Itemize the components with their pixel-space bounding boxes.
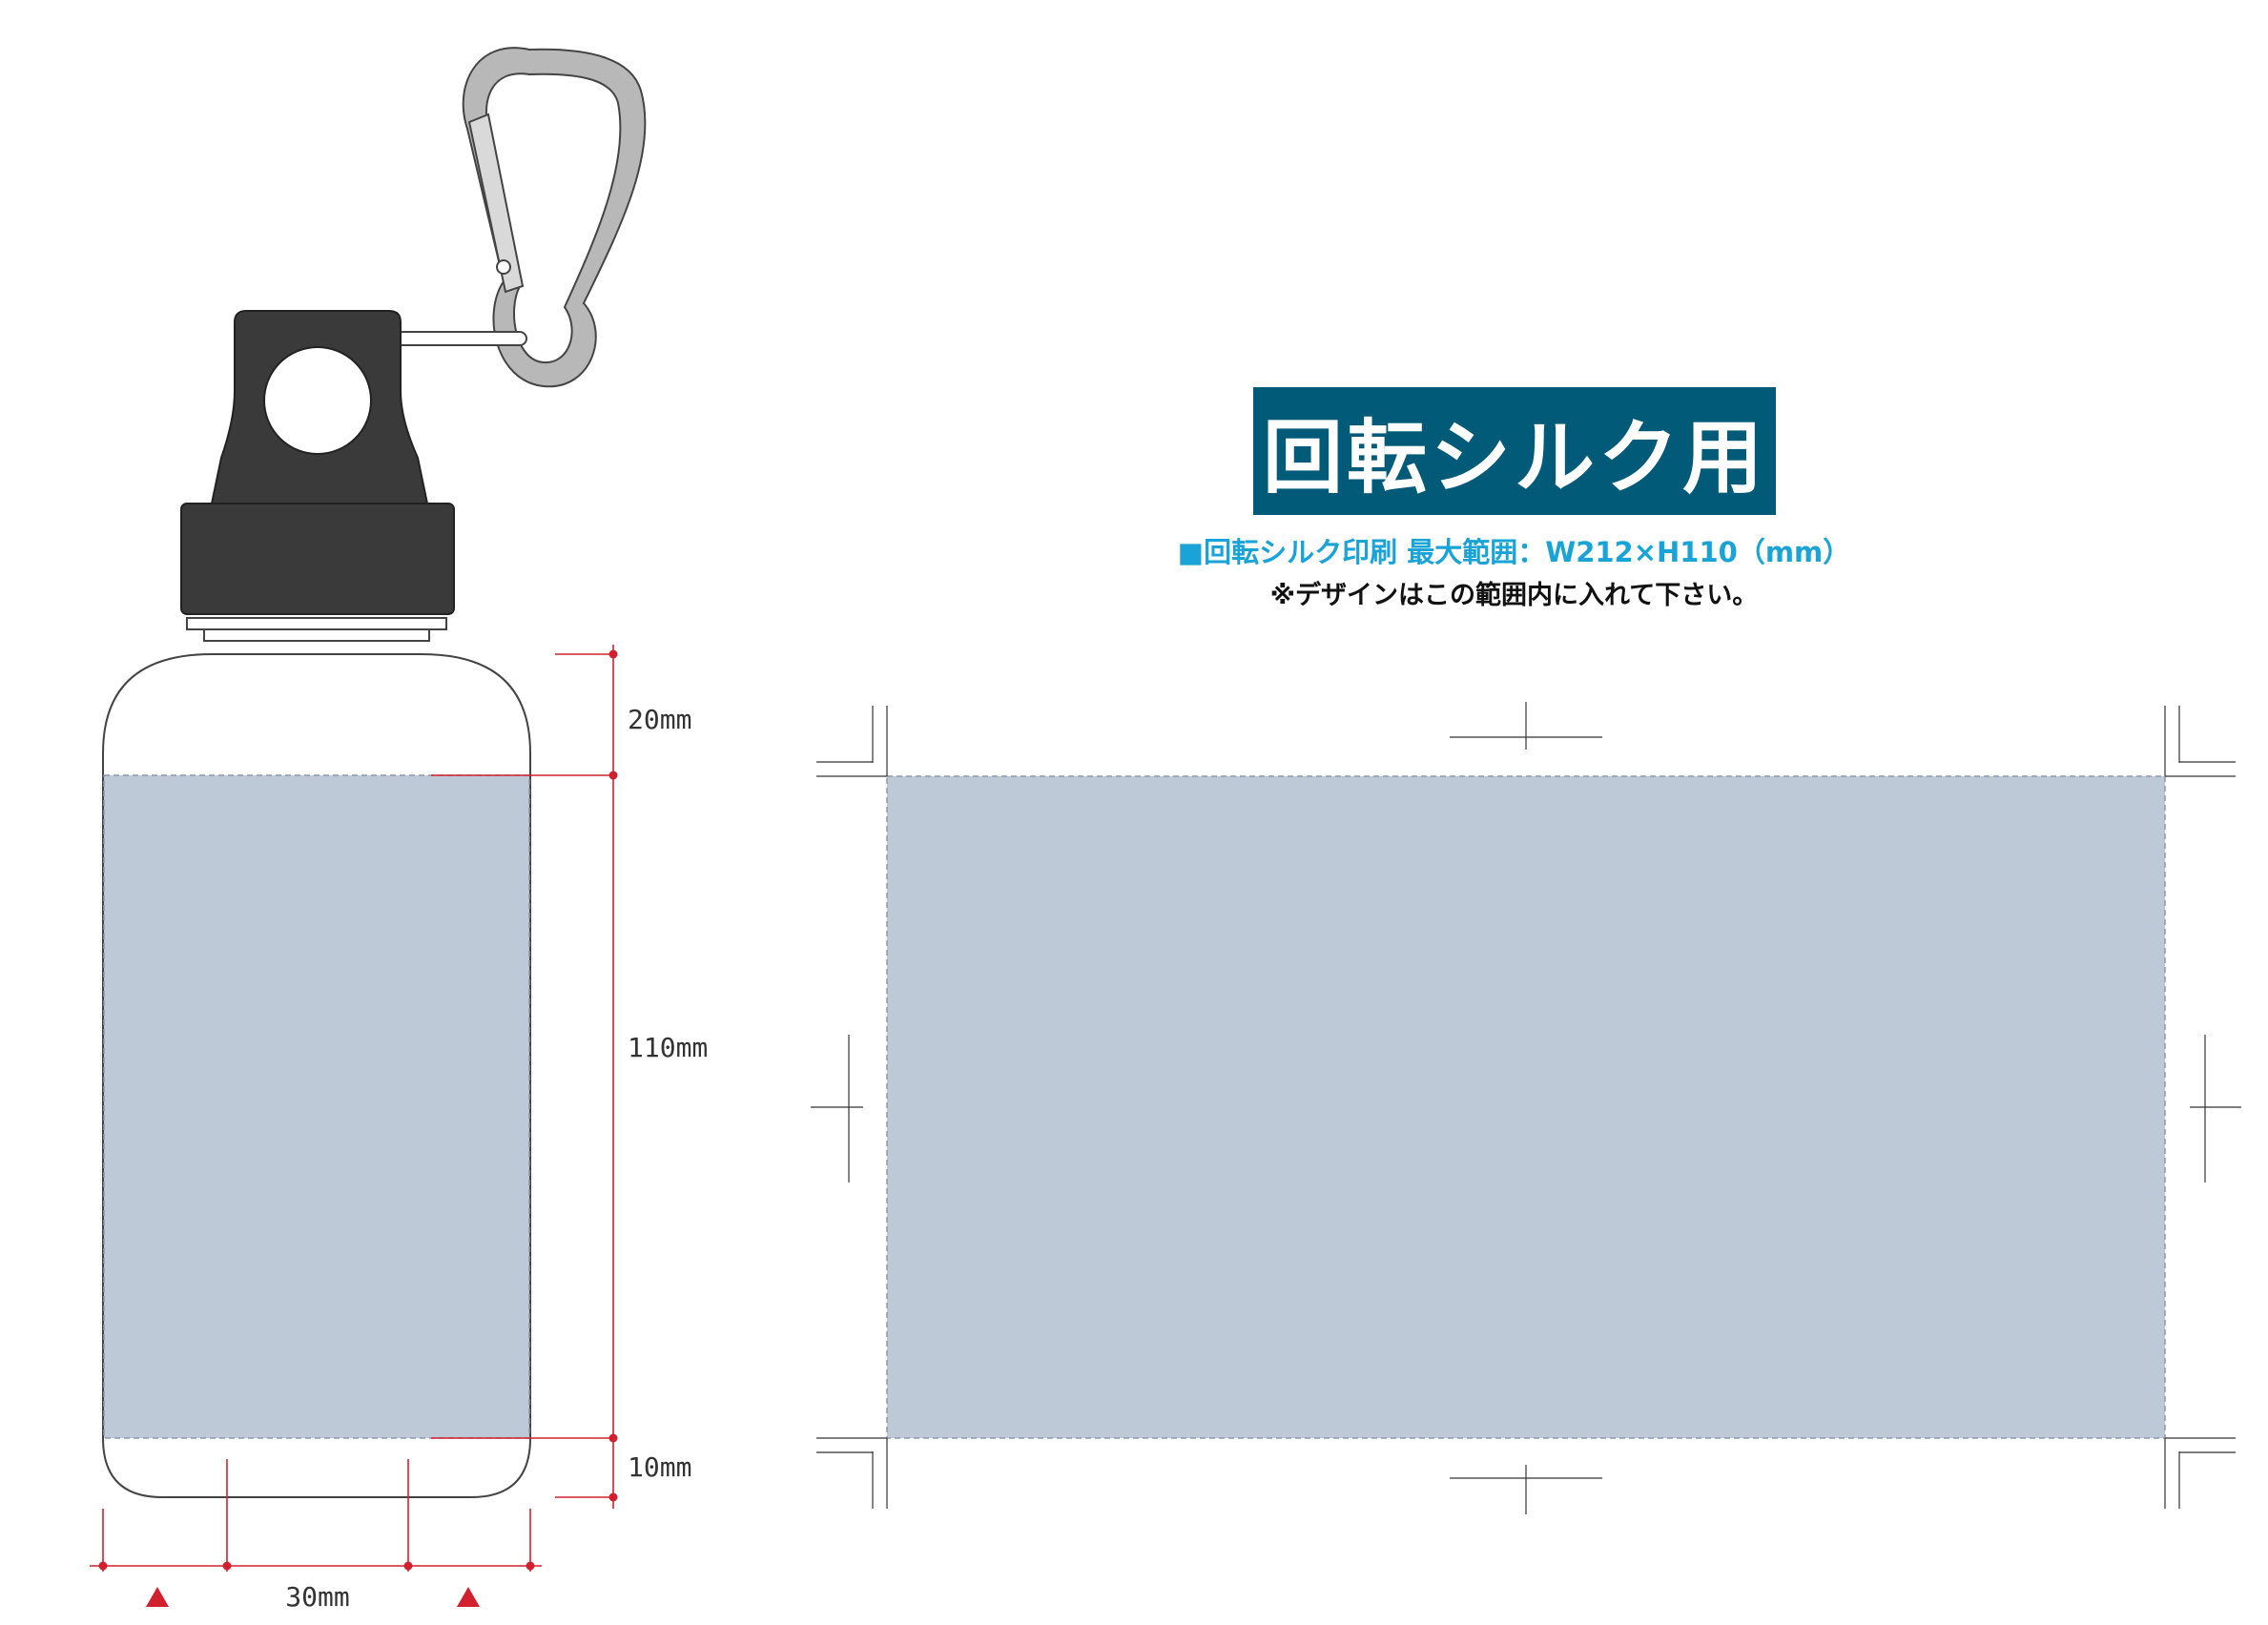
- cap-hole: [263, 346, 372, 455]
- crop-mark-top-center: [1450, 702, 1602, 750]
- dot: [403, 1561, 413, 1571]
- carabiner-gate: [467, 113, 525, 294]
- neck-ring-2: [203, 628, 430, 642]
- note-text: ※デザインはこの範囲内に入れて下さい。: [1269, 581, 1759, 610]
- cap-base: [180, 503, 455, 615]
- dimension-dots: [98, 649, 618, 1571]
- crop-mark-left-middle: [811, 1035, 863, 1183]
- crop-mark-bottom-left: [816, 1437, 888, 1509]
- bottle: [102, 47, 647, 1498]
- carabiner-rivet: [496, 259, 511, 275]
- dot: [608, 1433, 618, 1443]
- dot: [608, 1492, 618, 1502]
- dimension-lines: [90, 645, 614, 1572]
- dot: [98, 1561, 108, 1571]
- dimension-width-label: 30mm: [285, 1581, 349, 1613]
- dot: [526, 1561, 535, 1571]
- dimension-top-label: 20mm: [628, 704, 691, 735]
- neck-ring-1: [186, 617, 447, 630]
- dot: [608, 649, 618, 659]
- spec-text: ■回転シルク印刷 最大範囲：W212×H110（mm）: [1177, 536, 1851, 568]
- carabiner: [373, 47, 647, 388]
- crop-mark-top-left: [816, 706, 888, 777]
- crop-mark-bottom-right: [2164, 1437, 2236, 1509]
- triangle-marker-right: [457, 1587, 480, 1607]
- crop-mark-top-right: [2164, 706, 2236, 777]
- dot: [222, 1561, 232, 1571]
- dimension-bottom-label: 10mm: [628, 1451, 691, 1483]
- crop-marks: [811, 702, 2241, 1514]
- print-area-template: [886, 775, 2166, 1439]
- crop-mark-right-middle: [2190, 1035, 2241, 1183]
- crop-mark-bottom-center: [1450, 1465, 1602, 1514]
- dot: [608, 771, 618, 780]
- title-banner: 回転シルク用: [1253, 387, 1776, 515]
- triangle-marker-left: [146, 1587, 169, 1607]
- bottle-print-area: [103, 774, 530, 1439]
- dimension-middle-label: 110mm: [628, 1032, 708, 1063]
